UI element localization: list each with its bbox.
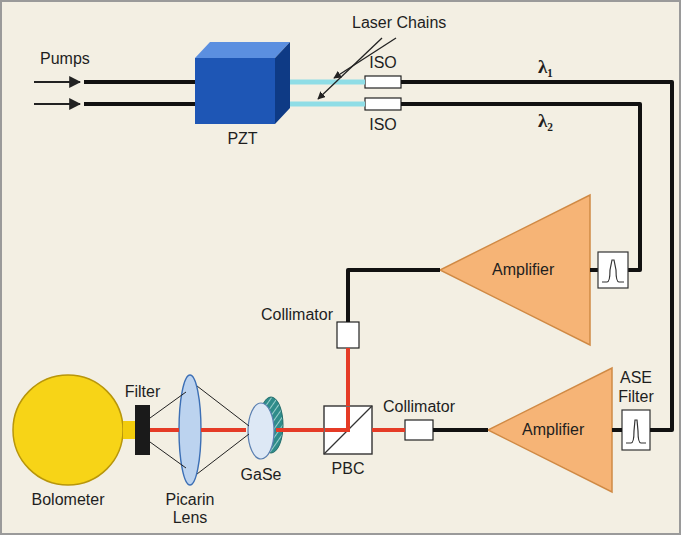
- gase-crystal: [248, 403, 274, 459]
- component-label: ISO: [369, 54, 397, 72]
- fiber-connector: [348, 270, 440, 322]
- component-label: Bolometer: [32, 491, 105, 509]
- filter-plate: [135, 405, 150, 455]
- wavelength-label: λ₁: [538, 56, 553, 78]
- pump-arrow: [34, 81, 80, 83]
- component-label: Amplifier: [522, 421, 584, 439]
- isolator: ISO: [365, 98, 401, 110]
- amplifier-triangle: [440, 195, 590, 345]
- beam-ray: [197, 386, 249, 426]
- laser-beam: [201, 428, 246, 432]
- bolometer: Bolometer: [13, 375, 123, 485]
- fiber-connector: [401, 82, 672, 430]
- component-label: ISO: [369, 116, 397, 134]
- isolator: [365, 76, 401, 88]
- collimator: Collimator: [337, 322, 359, 348]
- component-label: PBC: [332, 460, 365, 478]
- fiber-connector: [123, 421, 135, 439]
- laser-beam: [150, 428, 179, 432]
- fiber: [84, 102, 210, 106]
- cube-diagonal: [324, 406, 372, 454]
- laser-beam: [346, 348, 350, 406]
- beam-combiner-cube: [324, 406, 372, 454]
- fiber: [84, 80, 210, 84]
- component-label: PZT: [227, 130, 257, 148]
- beam-ray: [150, 442, 186, 468]
- fiber-connector: [290, 102, 365, 107]
- component-label: Picarin Lens: [158, 491, 222, 528]
- collimator: Collimator: [405, 420, 433, 440]
- amplifier: Amplifier: [440, 195, 590, 345]
- amplifier: Amplifier: [488, 368, 612, 492]
- fiber-connector: [433, 428, 488, 432]
- collimator-box: [337, 322, 359, 348]
- fiber-connector: [401, 104, 640, 270]
- filter: Filter: [135, 405, 150, 455]
- lens: Picarin Lens: [179, 375, 201, 485]
- component-label: Amplifier: [492, 261, 554, 279]
- pzt-stage: PZT: [195, 42, 290, 124]
- pump-arrow: [34, 103, 80, 105]
- amplifier-triangle: [488, 368, 612, 492]
- lens-shape: [179, 375, 201, 485]
- component-label: Collimator: [383, 398, 455, 416]
- laser-beam: [325, 407, 348, 430]
- pzt-top: [195, 42, 290, 58]
- component-label: Collimator: [261, 306, 333, 324]
- fiber-connector: [612, 428, 622, 432]
- wavelength-label: λ₂: [538, 110, 553, 132]
- pointer-arrow: [334, 38, 396, 78]
- bandpass-symbol: [626, 420, 646, 443]
- component-label: Filter: [125, 383, 161, 401]
- fiber-connector: [290, 80, 365, 85]
- beam-combiner: PBC: [324, 406, 372, 454]
- pzt-front: [195, 58, 275, 124]
- ase-filter-box: [598, 252, 628, 288]
- callout-label: Laser Chains: [352, 14, 446, 32]
- bandpass-symbol: [602, 260, 624, 282]
- bolometer-body: [13, 375, 123, 485]
- collimator-box: [405, 420, 433, 440]
- pzt-side: [275, 42, 290, 124]
- isolator: ISO: [365, 76, 401, 88]
- input-label: Pumps: [40, 50, 90, 68]
- component-label: ASE Filter: [612, 369, 660, 406]
- component-label: GaSe: [241, 466, 282, 484]
- laser-beam: [372, 428, 405, 432]
- laser-beam: [276, 428, 324, 432]
- crystal: GaSe: [246, 400, 276, 460]
- ase-filter: ASE Filter: [622, 410, 650, 450]
- isolator: [365, 98, 401, 110]
- ase-filter-box: [622, 410, 650, 450]
